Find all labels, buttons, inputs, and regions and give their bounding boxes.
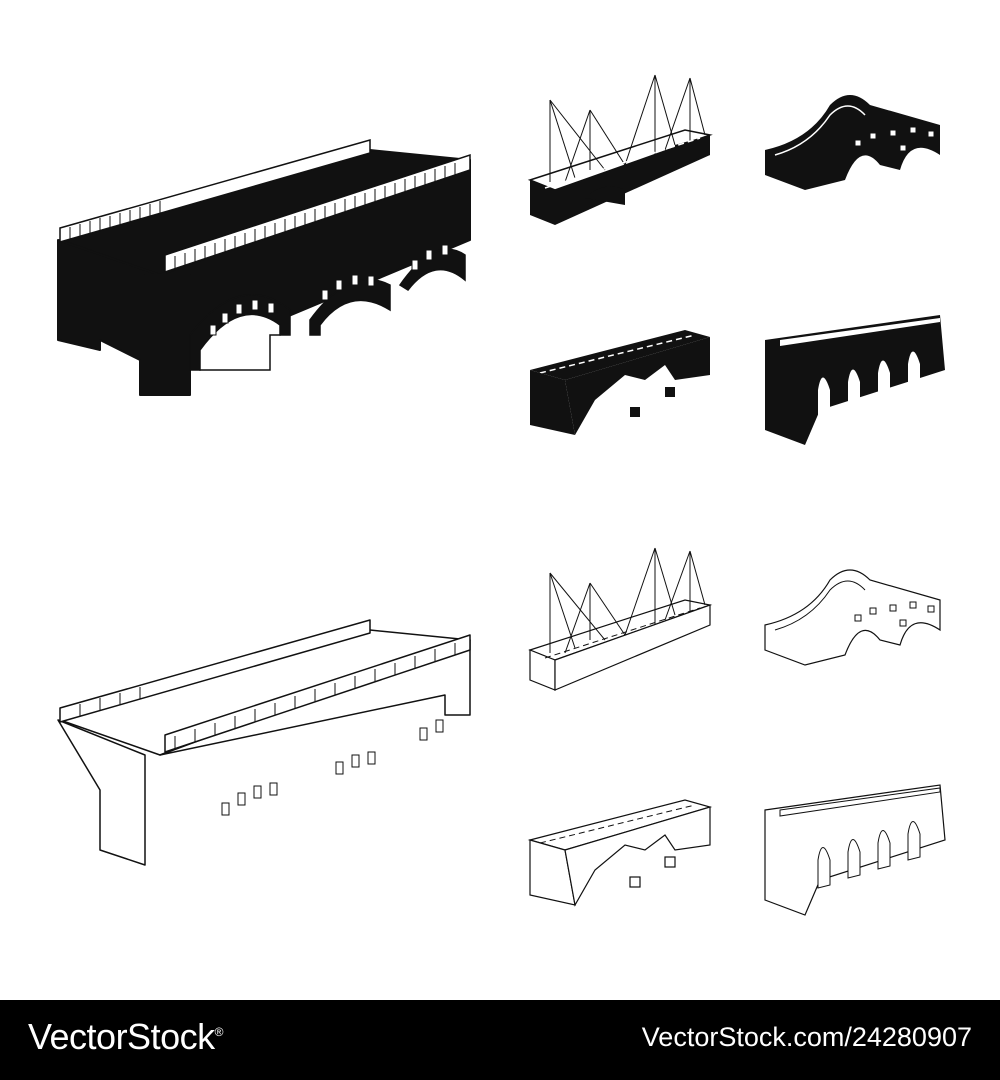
aqueduct-bridge-solid-icon [760,310,950,450]
watermark-footer: VectorStock® VectorStock.com/24280907 [0,1000,1000,1080]
cable-stayed-bridge-outline-icon [525,545,715,695]
registered-mark: ® [214,1025,224,1039]
hump-arch-bridge-solid-icon [760,85,950,195]
aqueduct-bridge-outline-icon [760,780,950,920]
stone-arch-bridge-outline-icon [40,600,480,890]
road-arch-bridge-solid-icon [525,325,715,440]
cable-stayed-bridge-solid-icon [525,70,715,230]
stone-arch-bridge-solid-icon [40,120,480,410]
icon-set-canvas [40,70,950,920]
brand-logo-text: VectorStock® [28,1016,223,1058]
stock-id: VectorStock.com/24280907 [641,1022,972,1052]
road-arch-bridge-outline-icon [525,795,715,910]
brand-name: VectorStock [28,1016,215,1057]
hump-arch-bridge-outline-icon [760,560,950,670]
